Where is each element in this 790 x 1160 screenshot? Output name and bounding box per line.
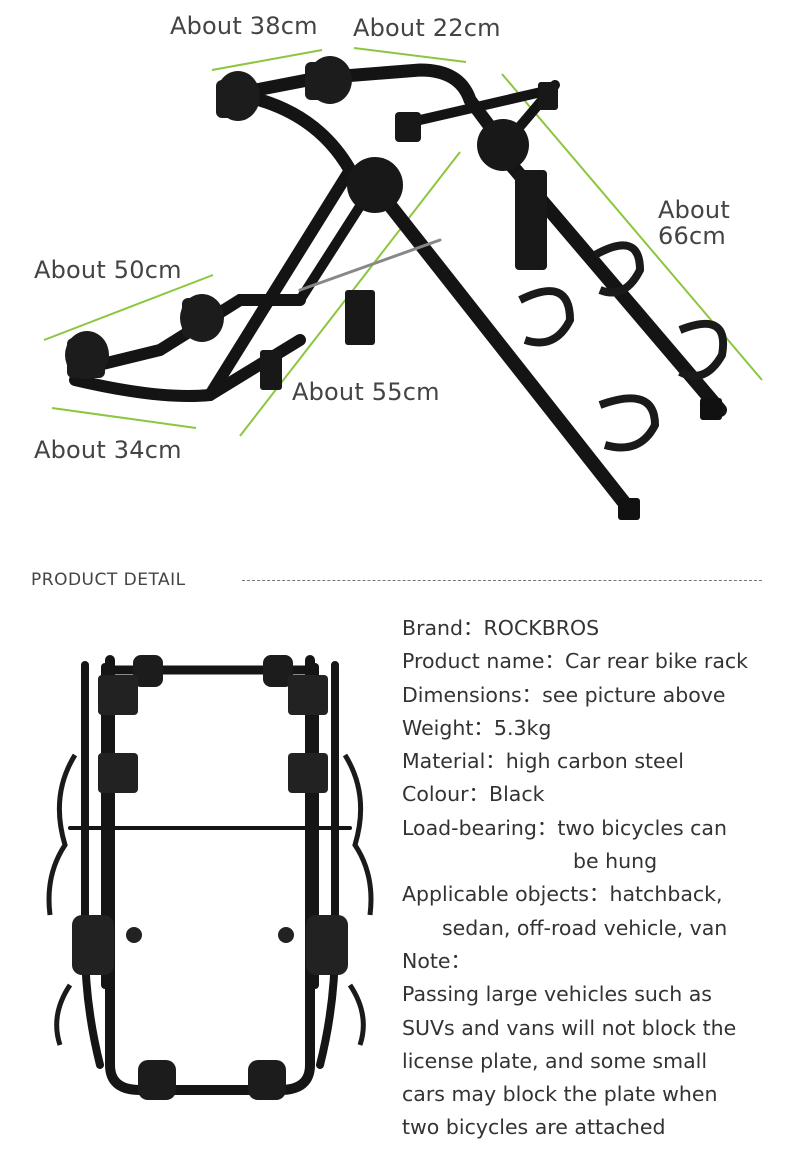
hubs-and-clamps xyxy=(260,82,558,390)
spec-note-line: license plate, and some small xyxy=(402,1048,708,1073)
spec-applicable-objects: Applicable objects：hatchback, xyxy=(402,882,723,907)
section-divider xyxy=(242,580,762,581)
spec-note-label: Note： xyxy=(402,948,472,973)
bike-rack-front-photo xyxy=(46,655,374,1100)
spec-note-line: Passing large vehicles such as xyxy=(402,982,712,1007)
spec-note-line: cars may block the plate when xyxy=(402,1082,718,1107)
foam-pads xyxy=(65,56,352,379)
front-straps xyxy=(46,753,374,1046)
dimension-label-66cm-line1: About xyxy=(658,196,730,224)
dimension-label-38cm: About 38cm xyxy=(170,12,318,40)
dimension-label-55cm: About 55cm xyxy=(292,378,440,406)
spec-brand: Brand：ROCKBROS xyxy=(402,616,600,640)
spec-note-line: two bicycles are attached xyxy=(402,1115,666,1140)
rack-end-caps xyxy=(618,398,722,520)
section-title: PRODUCT DETAIL xyxy=(31,570,186,590)
spec-dimensions: Dimensions：see picture above xyxy=(402,682,726,707)
spec-product-name: Product name：Car rear bike rack xyxy=(402,649,749,674)
spec-colour: Colour：Black xyxy=(402,782,545,807)
measure-38cm-line xyxy=(211,49,323,71)
measure-34cm-line xyxy=(51,407,197,429)
spec-load-bearing: Load-bearing：two bicycles can xyxy=(402,815,727,840)
front-foam-pads xyxy=(133,655,293,1100)
spec-applicable-objects-cont: sedan, off-road vehicle, van xyxy=(442,915,728,940)
front-clamps xyxy=(72,675,348,975)
dimension-label-50cm: About 50cm xyxy=(34,256,182,284)
spec-weight: Weight：5.3kg xyxy=(402,715,552,740)
cradle-hooks xyxy=(518,241,728,452)
dimension-label-22cm: About 22cm xyxy=(353,14,501,42)
bike-rack-angled-photo xyxy=(43,47,763,520)
product-specifications: Brand：ROCKBROS Product name：Car rear bik… xyxy=(402,612,782,1145)
dimension-label-66cm: About 66cm xyxy=(658,197,730,249)
dimension-label-66cm-line2: 66cm xyxy=(658,222,726,250)
dimension-label-34cm: About 34cm xyxy=(34,436,182,464)
spec-material: Material：high carbon steel xyxy=(402,749,684,774)
measure-22cm-line xyxy=(353,47,467,63)
spec-note-line: SUVs and vans will not block the xyxy=(402,1015,737,1040)
spec-load-bearing-cont: be hung xyxy=(573,849,658,874)
measure-50cm-line xyxy=(43,274,214,341)
